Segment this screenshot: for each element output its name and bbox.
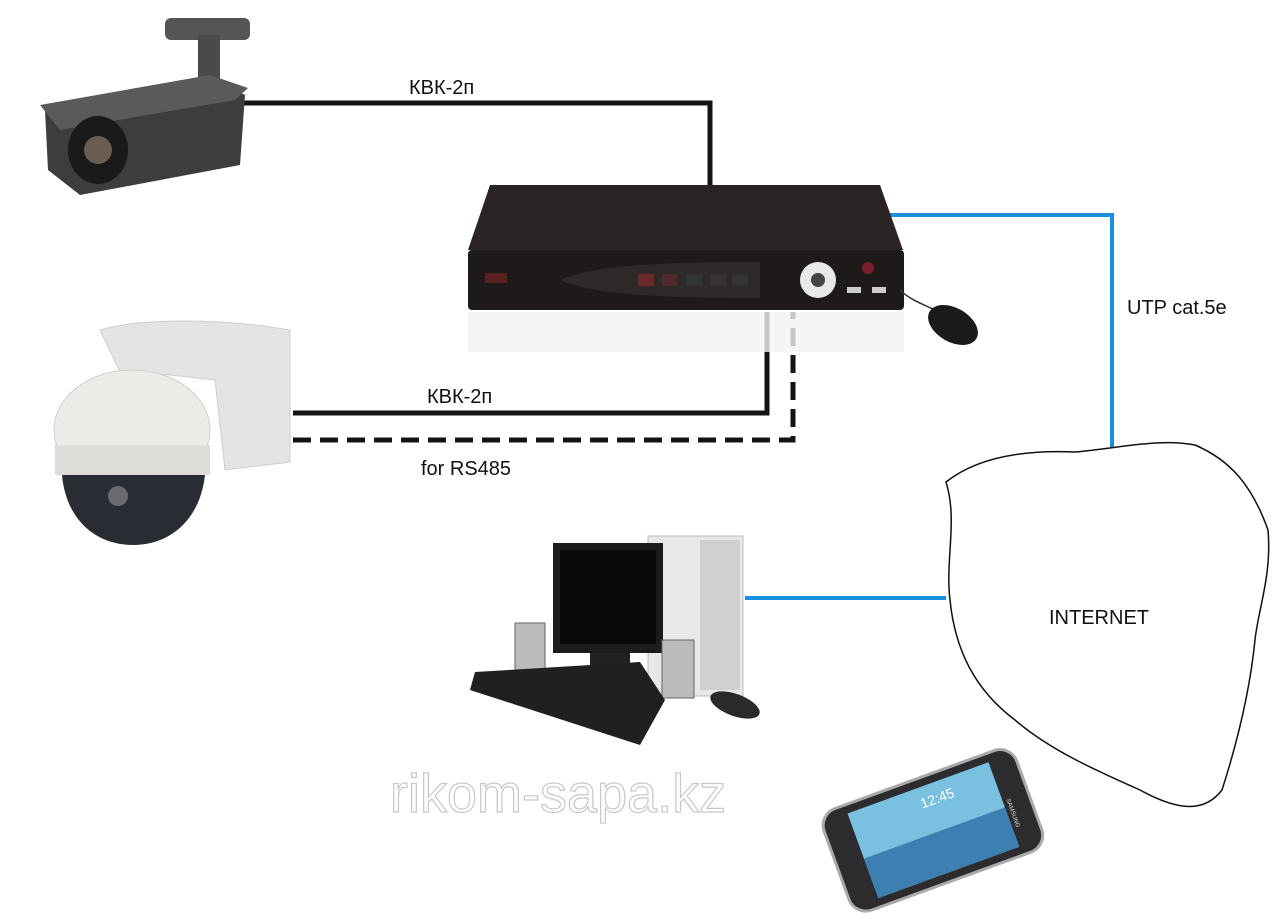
internet-cloud (945, 441, 1270, 808)
dvr-reflection (468, 312, 904, 352)
dvr-button[interactable] (662, 274, 678, 286)
utp-dvr-to-internet (875, 213, 1114, 452)
dvr-button[interactable] (638, 274, 654, 286)
dvr-button[interactable] (732, 274, 748, 286)
label-utp: UTP cat.5e (1127, 297, 1227, 319)
dvr-button[interactable] (686, 274, 702, 286)
cable-camera-to-dvr (238, 100, 713, 186)
usb-port (847, 287, 861, 293)
monitor-screen (560, 550, 656, 644)
label-internet: INTERNET (1049, 607, 1149, 629)
camera-lens-glass (84, 136, 112, 164)
cable-ptz-rs485 (293, 312, 796, 443)
camera-sunshield (40, 75, 248, 130)
mouse-body (928, 305, 978, 345)
dvr-mouse (899, 289, 978, 345)
label-cable-camera: КВК-2п (409, 77, 474, 99)
ptz-lens (108, 486, 128, 506)
dvr-top (468, 185, 903, 250)
phone-screen-bottom (863, 807, 1020, 899)
dvr-front-panel-curve (560, 262, 760, 298)
keyboard (470, 662, 665, 745)
desktop-computer (470, 535, 760, 745)
watermark: rikom-sapa.kz (390, 764, 726, 824)
smartphone: 12:45 SAMSUNG (821, 748, 1045, 913)
label-rs485: for RS485 (421, 458, 511, 480)
ptz-dome-camera (53, 320, 291, 545)
dvr-ir-window (485, 273, 507, 283)
camera-bracket (165, 18, 250, 40)
speaker-right (661, 639, 695, 699)
ptz-dome (62, 475, 205, 545)
ptz-band (55, 445, 210, 475)
speaker-left (514, 622, 546, 676)
bullet-camera (40, 18, 250, 195)
pc-mouse (710, 691, 760, 719)
usb-port (872, 287, 886, 293)
label-cable-ptz: КВК-2п (427, 386, 492, 408)
dvr-enter-button[interactable] (811, 273, 825, 287)
dvr-recorder (468, 185, 904, 352)
pc-tower-front (700, 540, 740, 690)
mouse-cable (899, 289, 936, 311)
dvr-button[interactable] (710, 274, 726, 286)
ptz-wall-mount (99, 320, 291, 471)
dvr-power-button[interactable] (862, 262, 874, 274)
